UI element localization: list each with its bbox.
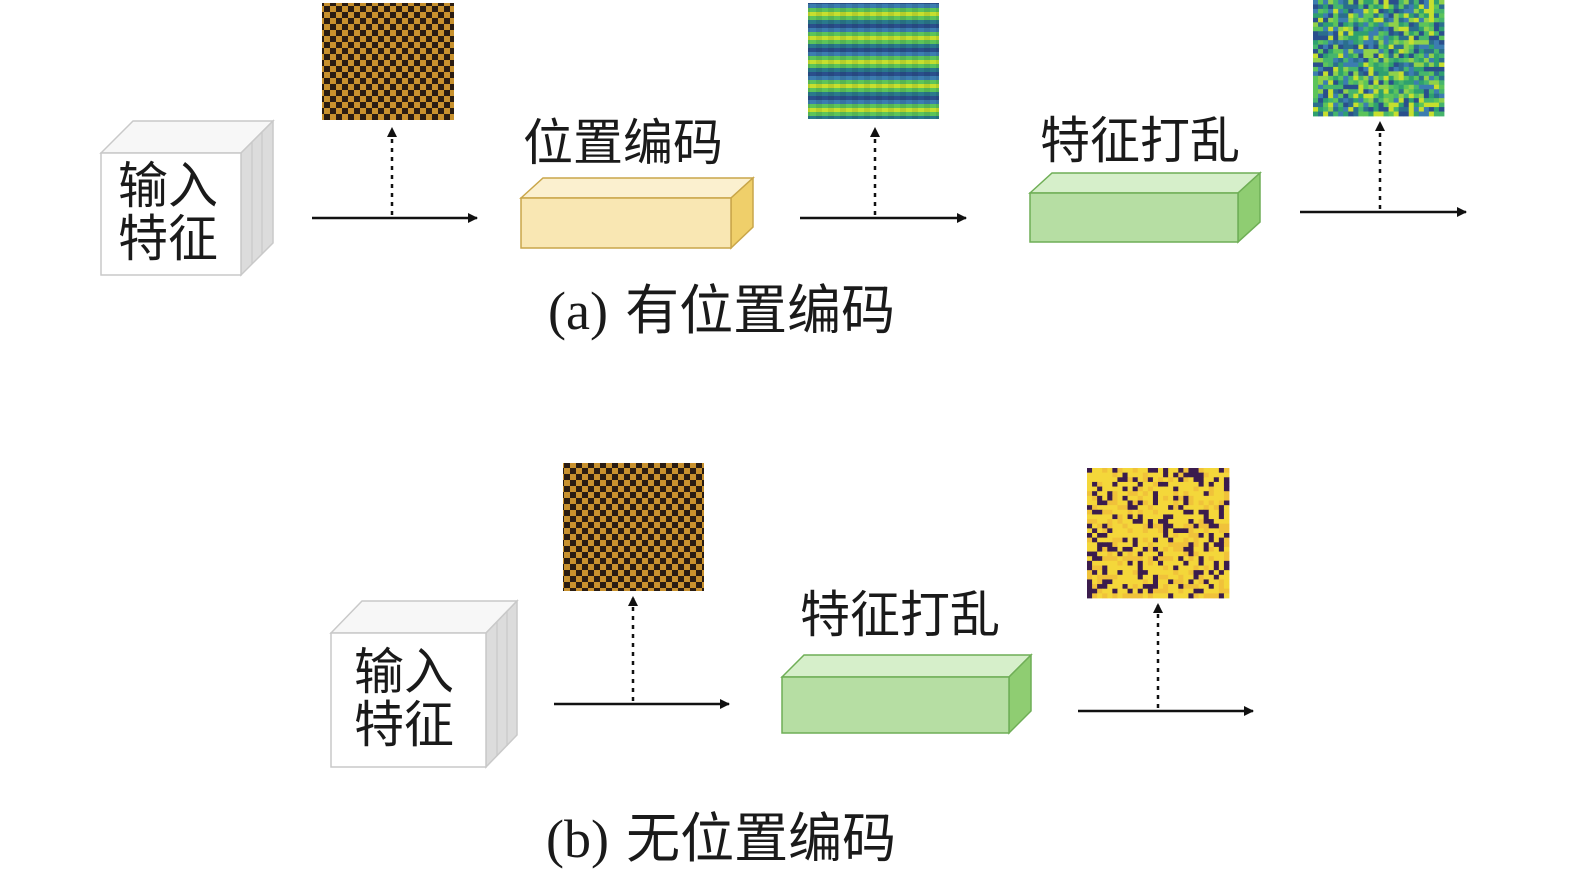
- feature-map-a2-stripes: [808, 3, 939, 119]
- caption-a-tag: (a): [548, 281, 608, 341]
- feature-map-a1-checkerboard: [322, 3, 454, 120]
- caption-a: (a) 有位置编码: [548, 281, 895, 341]
- position-encoding-label: 位置编码: [523, 114, 723, 172]
- panel-a: [99, 0, 1467, 277]
- shuffle-block-b: [780, 653, 1033, 735]
- input-cube-a: [99, 119, 275, 277]
- position-encoding-block: [519, 176, 755, 250]
- caption-a-text: 有位置编码: [625, 279, 896, 342]
- input-feature-label-b: 输入 特征: [344, 646, 464, 752]
- shuffle-block-a: [1028, 171, 1262, 244]
- feature-map-b2-noise: [1087, 468, 1230, 599]
- input-cube-b: [329, 599, 519, 769]
- caption-b-text: 无位置编码: [626, 807, 897, 870]
- feature-map-b1-checkerboard: [563, 463, 704, 591]
- caption-b-tag: (b): [546, 809, 609, 869]
- input-label-a-line2: 特征: [118, 210, 218, 268]
- input-label-b-line2: 特征: [354, 696, 454, 754]
- feature-map-a3-noise: [1313, 0, 1445, 117]
- panel-b: [329, 463, 1254, 769]
- shuffle-label-a: 特征打乱: [1040, 112, 1240, 170]
- shuffle-label-b: 特征打乱: [800, 586, 1000, 644]
- input-feature-label-a: 输入 特征: [108, 160, 228, 266]
- caption-b: (b) 无位置编码: [546, 809, 896, 869]
- input-label-a-line1: 输入: [118, 157, 218, 215]
- input-label-b-line1: 输入: [354, 643, 454, 701]
